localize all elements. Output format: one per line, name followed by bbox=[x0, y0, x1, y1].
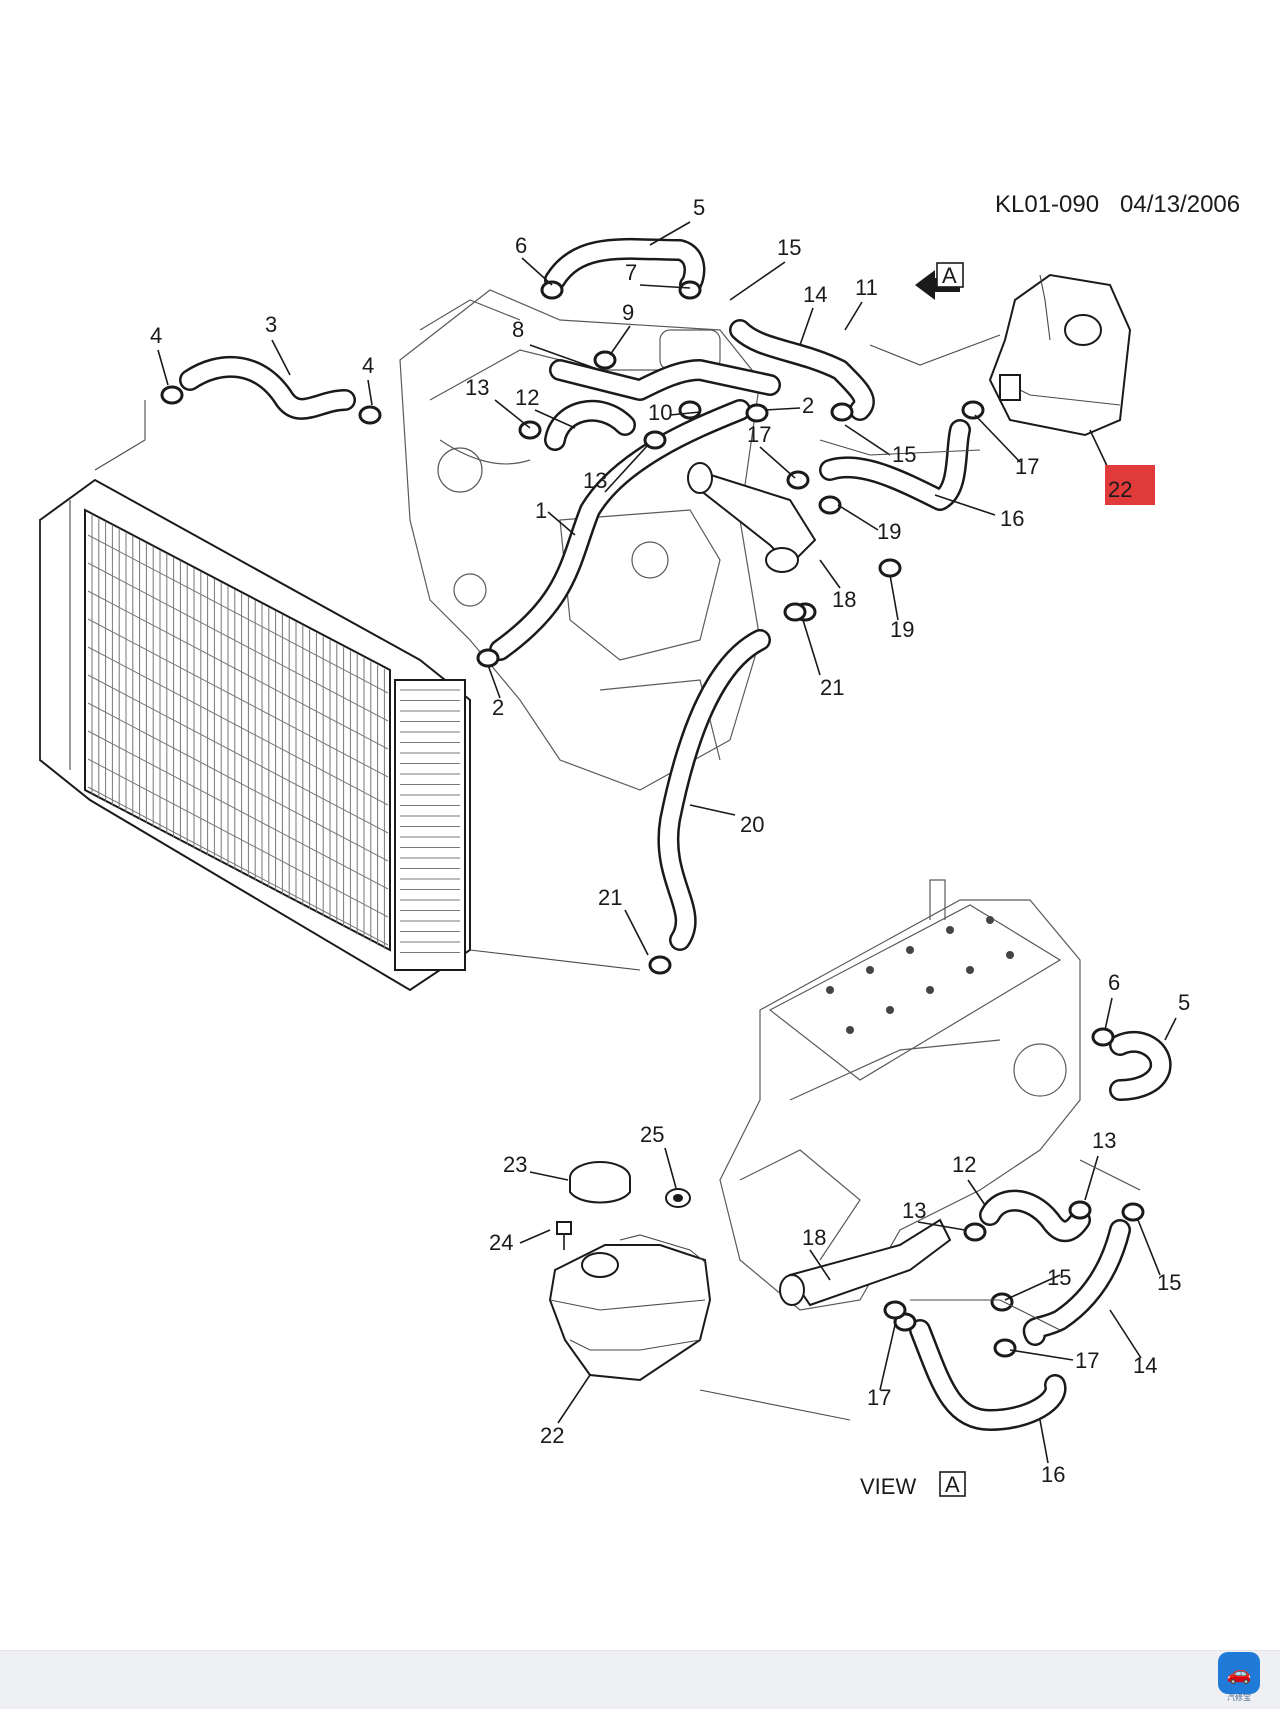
reservoir-cap bbox=[569, 1161, 631, 1204]
callout-22-highlight bbox=[1105, 465, 1155, 505]
callout-labels: 1 2 2 3 4 4 5 5 6 6 7 8 9 10 11 12 12 13… bbox=[150, 195, 1190, 1487]
callout-13: 13 bbox=[583, 468, 607, 493]
callout-5: 5 bbox=[693, 195, 705, 220]
view-arrow: A bbox=[915, 262, 964, 300]
callout-4: 4 bbox=[362, 353, 374, 378]
callout-10: 10 bbox=[648, 400, 672, 425]
diagram-code: KL01-090 bbox=[995, 191, 1099, 218]
callout-17: 17 bbox=[1075, 1348, 1099, 1373]
callout-15: 15 bbox=[777, 235, 801, 260]
cap-seal bbox=[665, 1188, 691, 1208]
callout-13: 13 bbox=[1092, 1128, 1116, 1153]
callout-16: 16 bbox=[1000, 506, 1024, 531]
callout-17: 17 bbox=[867, 1385, 891, 1410]
callout-17: 17 bbox=[747, 422, 771, 447]
thermostat-pipe bbox=[687, 462, 952, 1307]
footer-bar bbox=[0, 1650, 1280, 1709]
app-logo-text: 汽修宝 bbox=[1227, 1693, 1251, 1702]
callout-12: 12 bbox=[515, 385, 539, 410]
callout-7: 7 bbox=[625, 260, 637, 285]
svg-text:A: A bbox=[945, 1472, 960, 1497]
car-icon: 🚗 bbox=[1226, 1662, 1252, 1685]
callout-8: 8 bbox=[512, 317, 524, 342]
callout-13: 13 bbox=[465, 375, 489, 400]
callout-19: 19 bbox=[877, 519, 901, 544]
app-logo[interactable]: 🚗 bbox=[1218, 1652, 1260, 1694]
callout-21: 21 bbox=[598, 885, 622, 910]
callout-20: 20 bbox=[740, 812, 764, 837]
bolt-24 bbox=[556, 1221, 572, 1250]
leader-lines bbox=[157, 221, 1177, 1464]
svg-text:VIEW: VIEW bbox=[860, 1474, 916, 1499]
callout-19: 19 bbox=[890, 617, 914, 642]
callout-21: 21 bbox=[820, 675, 844, 700]
callout-2: 2 bbox=[802, 393, 814, 418]
radiator bbox=[39, 478, 471, 992]
callout-3: 3 bbox=[265, 312, 277, 337]
callout-6: 6 bbox=[1108, 970, 1120, 995]
callout-15: 15 bbox=[1047, 1265, 1071, 1290]
engine-view-a bbox=[719, 879, 1081, 1311]
callout-11: 11 bbox=[855, 275, 878, 300]
callout-15: 15 bbox=[1157, 1270, 1181, 1295]
callout-4: 4 bbox=[150, 323, 162, 348]
coolant-reservoir-view-a bbox=[548, 1234, 712, 1382]
callout-14: 14 bbox=[803, 282, 827, 307]
callout-16: 16 bbox=[1041, 1462, 1065, 1487]
callout-18: 18 bbox=[832, 587, 856, 612]
callout-12: 12 bbox=[952, 1152, 976, 1177]
callout-23: 23 bbox=[503, 1152, 527, 1177]
callout-9: 9 bbox=[622, 300, 634, 325]
callout-1: 1 bbox=[535, 498, 547, 523]
callout-22: 22 bbox=[540, 1423, 564, 1448]
cooling-system-diagram: KL01-090 04/13/2006 A bbox=[39, 191, 1240, 1499]
callout-25: 25 bbox=[640, 1122, 664, 1147]
callout-6: 6 bbox=[515, 233, 527, 258]
hoses bbox=[179, 237, 1172, 1431]
callout-15: 15 bbox=[892, 442, 916, 467]
callout-18: 18 bbox=[802, 1225, 826, 1250]
callout-24: 24 bbox=[489, 1230, 513, 1255]
callout-22: 22 bbox=[1108, 477, 1132, 502]
coolant-reservoir-main bbox=[988, 273, 1132, 437]
view-a-caption: VIEW A bbox=[860, 1471, 966, 1499]
svg-text:A: A bbox=[942, 263, 957, 288]
diagram-date: 04/13/2006 bbox=[1120, 191, 1240, 218]
callout-2: 2 bbox=[492, 695, 504, 720]
callout-13: 13 bbox=[902, 1198, 926, 1223]
assembly-lines bbox=[94, 334, 1141, 1421]
callout-14: 14 bbox=[1133, 1353, 1157, 1378]
callout-17: 17 bbox=[1015, 454, 1039, 479]
clamps bbox=[160, 280, 1145, 1358]
callout-5: 5 bbox=[1178, 990, 1190, 1015]
